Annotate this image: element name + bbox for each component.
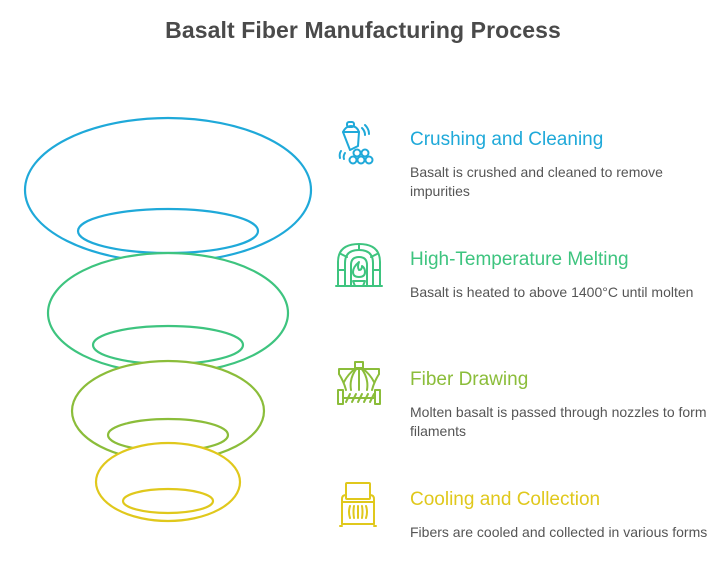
step-crushing-and-cleaning: Crushing and Cleaning Basalt is crushed … bbox=[334, 120, 724, 220]
fiber-drawing-icon bbox=[337, 361, 381, 405]
step-cooling-and-collection: Cooling and Collection Fibers are cooled… bbox=[334, 480, 724, 580]
step-description: Fibers are cooled and collected in vario… bbox=[410, 524, 708, 540]
step-description: Molten basalt is passed through nozzles … bbox=[410, 404, 707, 439]
funnel-layer-2 bbox=[46, 251, 290, 375]
diagram-title: Basalt Fiber Manufacturing Process bbox=[165, 17, 561, 43]
step-description: Basalt is crushed and cleaned to remove … bbox=[410, 164, 663, 199]
funnel-layer-4-outer-ring bbox=[94, 441, 242, 523]
funnel-layer-1-inner-ring bbox=[76, 207, 260, 255]
step-heading: High-Temperature Melting bbox=[410, 249, 629, 270]
funnel-layer-1-outer-ring bbox=[23, 116, 313, 264]
crushing-icon bbox=[338, 121, 374, 165]
funnel-layer-2-outer-ring bbox=[46, 251, 290, 375]
step-heading: Crushing and Cleaning bbox=[410, 129, 604, 150]
step-description: Basalt is heated to above 1400°C until m… bbox=[410, 284, 694, 300]
collection-bin-icon bbox=[339, 482, 377, 527]
step-fiber-drawing: Fiber Drawing Molten basalt is passed th… bbox=[334, 360, 724, 460]
step-high-temperature-melting: High-Temperature Melting Basalt is heate… bbox=[334, 240, 724, 340]
furnace-icon bbox=[335, 243, 383, 287]
funnel-layer-1 bbox=[23, 116, 313, 264]
step-heading: Cooling and Collection bbox=[410, 489, 601, 510]
funnel-layer-4-inner-ring bbox=[121, 487, 215, 515]
funnel-layer-4 bbox=[94, 441, 242, 523]
step-heading: Fiber Drawing bbox=[410, 369, 529, 390]
